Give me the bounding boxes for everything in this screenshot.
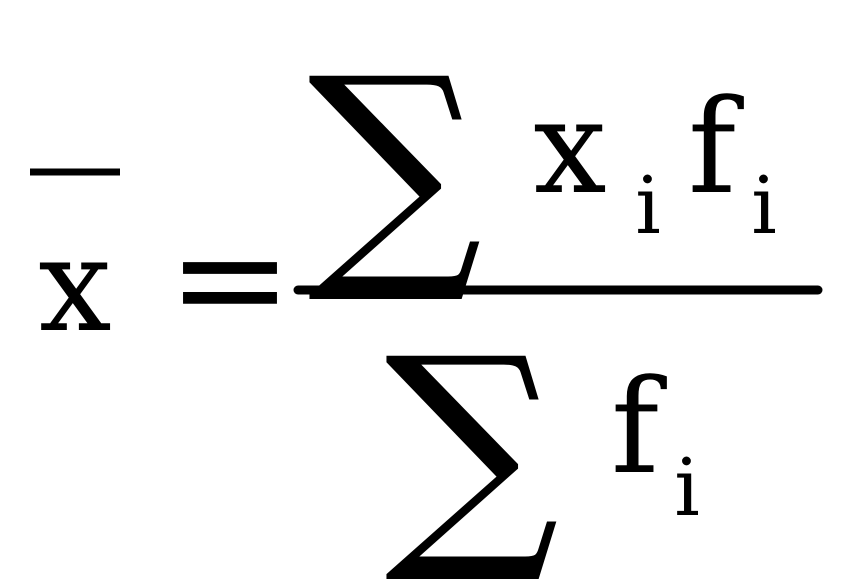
denominator-f-subscript: i [674,441,700,534]
equals-sign: = [167,192,293,366]
mean-variable-x: x [38,209,111,361]
numerator-sum-symbol: ∑ [308,25,483,310]
denominator-sum-symbol: ∑ [385,305,560,580]
numerator-x: x [533,71,606,223]
numerator-f: f [688,71,744,223]
denominator-f: f [611,351,667,503]
numerator-f-subscript: i [751,159,777,252]
numerator-x-subscript: i [635,159,661,252]
